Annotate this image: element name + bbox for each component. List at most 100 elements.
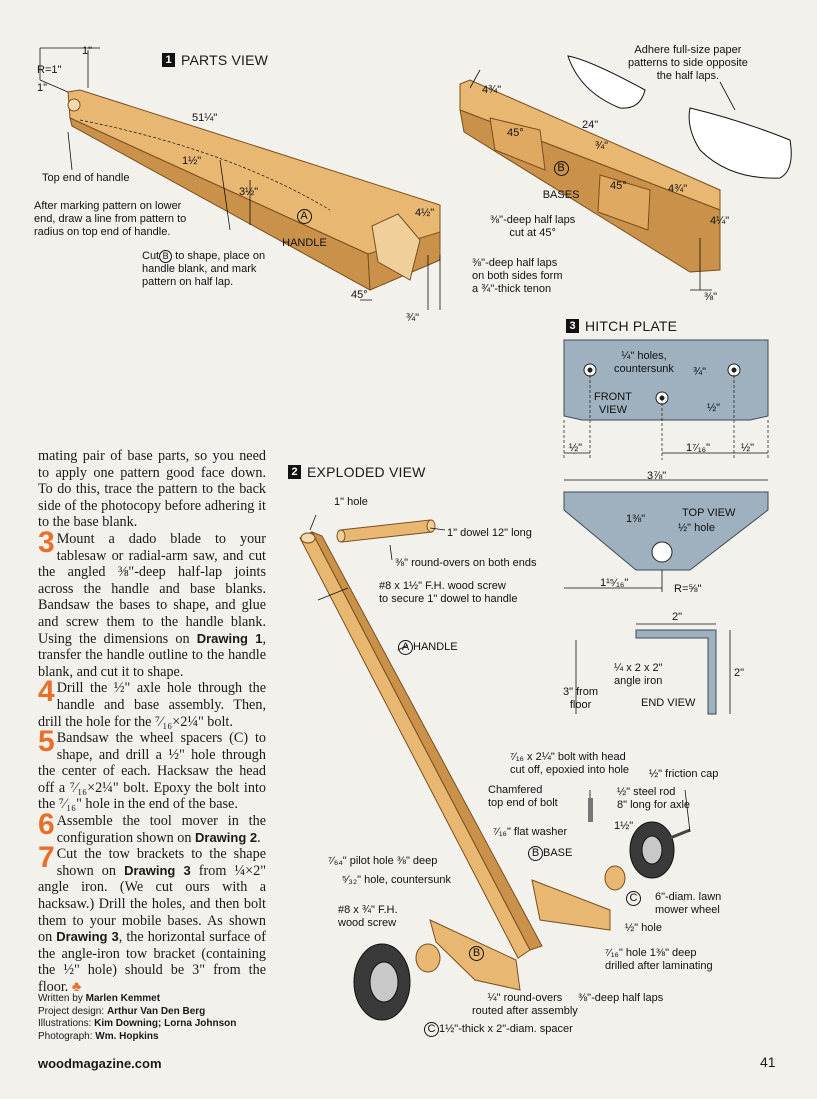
label-front-view: FRONT VIEW [594,391,632,416]
dim-45-a: 45° [507,127,524,139]
dim-3-5: 3½" [239,186,259,198]
spacer-right [604,865,626,891]
note-holes-countersunk: ¼" holes, countersunk [614,350,674,375]
dim-1-2-v: ½" [707,402,721,414]
drawing-ref: Drawing 1 [196,630,263,646]
handle-hole [300,532,316,544]
parts-view-drawing [39,47,792,310]
dim-51-25: 51¼" [192,112,218,124]
base-right [531,879,611,931]
dim-radius-1in: R=1" [37,64,62,76]
credit-writer: Marlen Kemmet [85,993,161,1004]
step-text: Cut the tow brackets to the shape shown … [56,846,266,879]
label-friction-cap: ½" friction cap [649,768,719,780]
dim-1-15-16: 1¹⁵⁄₁₆" [600,577,629,589]
part-letter-b: B [159,250,173,263]
dim-2-side: 2" [734,667,745,679]
credit-illustrators: Kim Downing; Lorna Johnson [94,1018,237,1029]
credit-designer: Arthur Van Den Berg [106,1005,206,1017]
dim-3-4: ¾" [693,366,707,378]
dim-3-7-8: 3⅞" [647,470,667,482]
drawing-ref: Drawing 3 [124,862,191,878]
dim-1-5: 1½" [182,155,202,167]
label-1in-hole: 1" hole [334,496,368,508]
dim-4-75-b: 4¾" [668,183,688,195]
front-view-plate [563,339,769,421]
label-bolt: ⁷⁄₁₆ x 2¼" bolt with head cut off, epoxi… [510,751,630,776]
credit-photographer: Wm. Hopkins [95,1030,159,1042]
dim-0-375: ⅜" [704,291,718,303]
step-number: 7 [38,841,55,875]
dim-45deg: 45° [351,289,368,301]
part-letter-c-right: C [626,891,641,906]
top-view-plate [563,491,769,571]
step-text: Drill the ½" axle hole through the handl… [38,680,266,730]
base-half-lap-2 [597,174,651,231]
label-roundovers-ends: ⅜" round-overs on both ends [395,557,537,569]
step-text-cont: . [257,829,261,846]
part-letter-c: C [424,1022,439,1037]
spacer-text: 1½"-thick x 2"-diam. spacer [439,1023,573,1035]
exploded-view-drawing [299,514,691,1021]
section-number: 3 [566,319,579,333]
handle-label: A HANDLE [276,196,327,250]
step-text-cont: , transfer the handle outline to the han… [38,630,266,680]
step-text-cont: from ¼×2" angle iron. (We cut ours with … [38,862,266,946]
dim-three-quarter: ¾" [406,312,420,324]
handle-word: HANDLE [282,237,327,249]
paper-pattern-2 [688,107,792,179]
dim-4-5: 4½" [415,207,435,219]
section-title: EXPLODED VIEW [307,464,426,480]
paragraph-continued: mating pair of base parts, so you need t… [38,448,266,531]
dim-1in: 1" [82,45,93,57]
note-marking-pattern: After marking pattern on lower end, draw… [34,200,187,238]
label-flat-washer: ⁷⁄₁₆" flat washer [493,826,568,838]
note-adhere-patterns: Adhere full-size paper patterns to side … [628,44,748,82]
section-number: 1 [162,53,175,67]
credit-label: Illustrations: [38,1018,95,1029]
exploded-view-heading: 2 EXPLODED VIEW [288,464,426,480]
credits: Written by Marlen Kemmet Project design:… [38,993,236,1043]
label-end-view: END VIEW [641,697,696,709]
note-cut-rest: to shape, place on handle blank, and mar… [142,250,266,288]
note-half-laps-45: ⅜"-deep half laps cut at 45° [490,214,576,239]
axle-rod [669,828,691,840]
step-text: Bandsaw the wheel spacers (C) to shape, … [38,730,266,813]
dowel-hole [67,98,81,112]
step-text: Assemble the tool mover in the configura… [56,813,266,846]
label-3in-from-floor: 3" from floor [563,686,599,711]
label-small-screw: #8 x ¾" F.H. wood screw [338,904,398,929]
dowel [339,519,433,543]
label-dowel: 1" dowel 12" long [447,527,532,539]
page-number: 41 [760,1054,776,1070]
label-7-16-hole: ⁷⁄₁₆" hole 1⅜" deep drilled after lamina… [605,947,713,972]
dim-1-2-a: ½" [569,442,583,454]
base-word: BASE [543,847,573,859]
spacer-left [415,943,441,973]
dim-1-3-8: 1⅜" [626,513,646,525]
dim-1-2-b: ½" [741,442,755,454]
top-hole [651,541,673,563]
dim-1-5-spacing: 1½" [614,820,634,832]
label-angle-iron: ¼ x 2 x 2" angle iron [614,662,663,687]
label-chamfered: Chamfered top end of bolt [488,784,558,809]
article-body: mating pair of base parts, so you need t… [38,448,266,996]
label-half-hole: ½" hole [625,922,662,934]
b-letter: B [469,946,484,961]
parts-view-heading: 1 PARTS VIEW [162,52,268,68]
base-blank-top [459,79,721,211]
label-half-inch-hole: ½" hole [678,522,715,534]
half-lap-face [371,213,421,281]
label-half-laps: ⅜"-deep half laps [578,992,664,1004]
dim-1-7-16: 1⁷⁄₁₆" [686,442,710,454]
dim-1in-b: 1" [37,82,48,94]
drawing-ref: Drawing 2 [195,829,258,845]
paper-pattern-1 [567,55,646,109]
label-top-end: Top end of handle [42,172,130,184]
label-top-view: TOP VIEW [682,507,736,519]
dim-radius-5-8: R=⅝" [674,583,702,595]
part-letter-b-bases: B [553,161,569,176]
